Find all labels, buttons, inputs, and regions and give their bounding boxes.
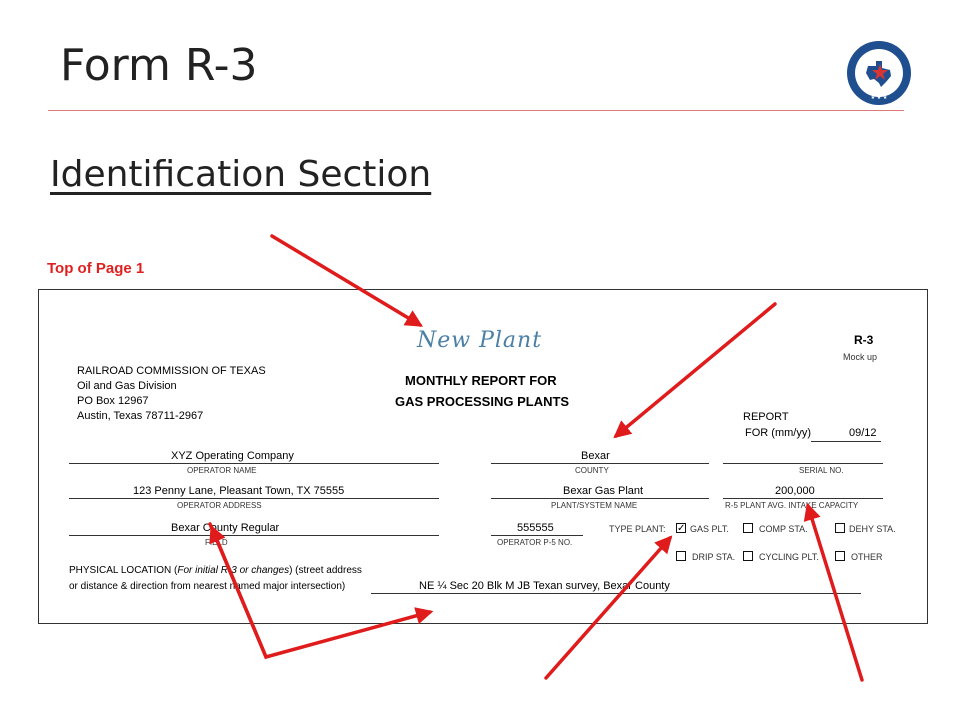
top-of-page-label: Top of Page 1	[47, 260, 145, 277]
operator-name-value: XYZ Operating Company	[171, 450, 294, 462]
form-code: R-3	[854, 333, 874, 347]
agency-line: Oil and Gas Division	[77, 380, 177, 392]
capacity-caption: R-5 PLANT AVG. INTAKE CAPACITY	[725, 501, 859, 510]
report-for-label: FOR (mm/yy)	[745, 427, 811, 439]
handwritten-new-plant: New Plant	[417, 328, 543, 353]
field-value: Bexar County Regular	[171, 522, 280, 534]
county-caption: COUNTY	[575, 466, 609, 475]
other-checkbox[interactable]	[835, 551, 845, 561]
plant-type-label: COMP STA.	[759, 524, 808, 534]
operator-p5-caption: OPERATOR P-5 NO.	[497, 538, 573, 547]
operator-address-caption: OPERATOR ADDRESS	[177, 501, 262, 510]
report-label: REPORT	[743, 411, 789, 423]
comp-station-checkbox[interactable]	[743, 523, 753, 533]
plant-name-caption: PLANT/SYSTEM NAME	[551, 501, 638, 510]
dehy-station-checkbox[interactable]	[835, 523, 845, 533]
agency-line: PO Box 12967	[77, 395, 149, 407]
physical-location-value: NE ¼ Sec 20 Blk M JB Texan survey, Bexar…	[419, 580, 670, 592]
plant-type-label: DRIP STA.	[692, 552, 736, 562]
form-r3-preview: New Plant R-3 Mock up RAILROAD COMMISSIO…	[38, 289, 928, 624]
slide-title: Form R-3	[60, 40, 258, 91]
mockup-label: Mock up	[843, 352, 878, 362]
plant-type-label: DEHY STA.	[849, 524, 896, 534]
report-title-line: GAS PROCESSING PLANTS	[395, 394, 570, 409]
operator-name-caption: OPERATOR NAME	[187, 466, 257, 475]
physical-location-label: PHYSICAL LOCATION (For initial R-3 or ch…	[69, 565, 362, 576]
serial-no-caption: SERIAL NO.	[799, 466, 844, 475]
plant-type-label: CYCLING PLT.	[759, 552, 819, 562]
operator-p5-value: 555555	[517, 522, 554, 534]
report-for-value: 09/12	[849, 427, 877, 439]
report-title-line: MONTHLY REPORT FOR	[405, 373, 557, 388]
svg-text:★ ★ ★: ★ ★ ★	[871, 95, 888, 101]
physical-location-label-line2: or distance & direction from nearest nam…	[69, 581, 346, 592]
field-caption: FIELD	[205, 538, 228, 547]
agency-line: Austin, Texas 78711-2967	[77, 410, 204, 422]
drip-station-checkbox[interactable]	[676, 551, 686, 561]
operator-address-value: 123 Penny Lane, Pleasant Town, TX 75555	[133, 485, 345, 497]
capacity-value: 200,000	[775, 485, 815, 497]
section-subtitle: Identification Section	[50, 154, 432, 195]
gas-plant-checkbox[interactable]: ✓	[676, 523, 686, 534]
title-divider	[48, 110, 904, 111]
type-plant-label: TYPE PLANT:	[609, 524, 666, 534]
cycling-plant-checkbox[interactable]	[743, 551, 753, 561]
county-value: Bexar	[581, 450, 610, 462]
plant-type-label: GAS PLT.	[690, 524, 729, 534]
railroad-commission-seal-icon: ★ ★ ★	[847, 41, 911, 105]
plant-name-value: Bexar Gas Plant	[563, 485, 644, 497]
agency-line: RAILROAD COMMISSION OF TEXAS	[77, 365, 266, 377]
plant-type-label: OTHER	[851, 552, 883, 562]
